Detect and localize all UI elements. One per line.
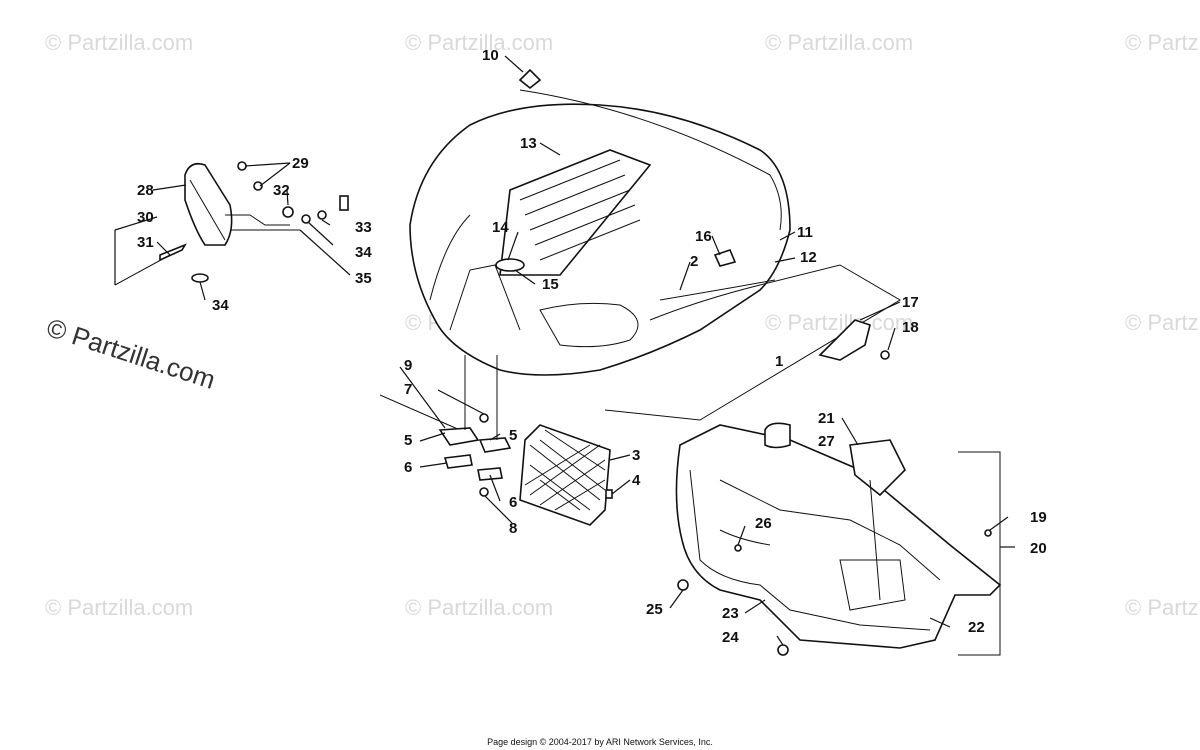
callout-3: 3 [632, 447, 640, 464]
callout-21: 21 [818, 410, 835, 427]
callout-24: 24 [722, 629, 739, 646]
watermark: © Partzilla.com [765, 310, 913, 335]
watermark: © Partzilla.com [765, 30, 913, 55]
callout-33: 33 [355, 219, 372, 236]
grille-panel [519, 424, 613, 526]
callout-6b: 6 [509, 494, 517, 511]
callout-23: 23 [722, 605, 739, 622]
storage-tub-assembly [675, 422, 1002, 656]
callout-11: 11 [797, 224, 813, 241]
callout-9: 9 [404, 357, 412, 374]
callout-labels: 10 11 12 13 14 15 16 2 1 17 18 21 27 19 … [137, 47, 1047, 646]
callout-15: 15 [542, 276, 559, 293]
latch-bracket-assembly [379, 355, 512, 497]
callout-25: 25 [646, 601, 663, 618]
callout-17: 17 [902, 294, 919, 311]
item-1-bracket [604, 264, 901, 421]
callout-14: 14 [492, 219, 509, 236]
watermark: © Partzilla.com [405, 30, 553, 55]
callout-5b: 5 [509, 427, 517, 444]
watermark: © Partzilla.com [1125, 30, 1200, 55]
callout-35: 35 [355, 270, 372, 287]
callout-28: 28 [137, 182, 154, 199]
callout-34: 34 [355, 244, 372, 261]
callout-7: 7 [404, 381, 412, 398]
callout-10: 10 [482, 47, 499, 64]
hood-assembly [409, 68, 791, 376]
callout-2: 2 [690, 253, 698, 270]
callout-30: 30 [137, 209, 154, 226]
callout-6: 6 [404, 459, 412, 476]
callout-32: 32 [273, 182, 290, 199]
callout-31: 31 [137, 234, 154, 251]
callout-27: 27 [818, 433, 835, 450]
watermark: © Partzilla.com [1125, 310, 1200, 335]
callout-8: 8 [509, 520, 517, 537]
callout-13: 13 [520, 135, 537, 152]
item-20-bracket [958, 451, 1001, 656]
callout-12: 12 [800, 249, 817, 266]
callout-29: 29 [292, 155, 309, 172]
callout-26: 26 [755, 515, 772, 532]
callout-19: 19 [1030, 509, 1047, 526]
watermark: © Partzilla.com [1125, 595, 1200, 620]
callout-22: 22 [968, 619, 985, 636]
side-lamp-assembly [818, 319, 890, 361]
callout-5: 5 [404, 432, 412, 449]
leader-lines [114, 55, 1015, 646]
footer-copyright: Page design © 2004-2017 by ARI Network S… [487, 737, 713, 747]
callout-18: 18 [902, 319, 919, 336]
callout-4: 4 [632, 472, 641, 489]
callout-20: 20 [1030, 540, 1047, 557]
callout-16: 16 [695, 228, 712, 245]
watermark-large: © Partzilla.com [43, 312, 219, 395]
watermark: © Partzilla.com [45, 595, 193, 620]
watermark: © Partzilla.com [45, 30, 193, 55]
callout-34b: 34 [212, 297, 229, 314]
callout-1: 1 [775, 353, 783, 370]
watermark: © Partzilla.com [405, 595, 553, 620]
